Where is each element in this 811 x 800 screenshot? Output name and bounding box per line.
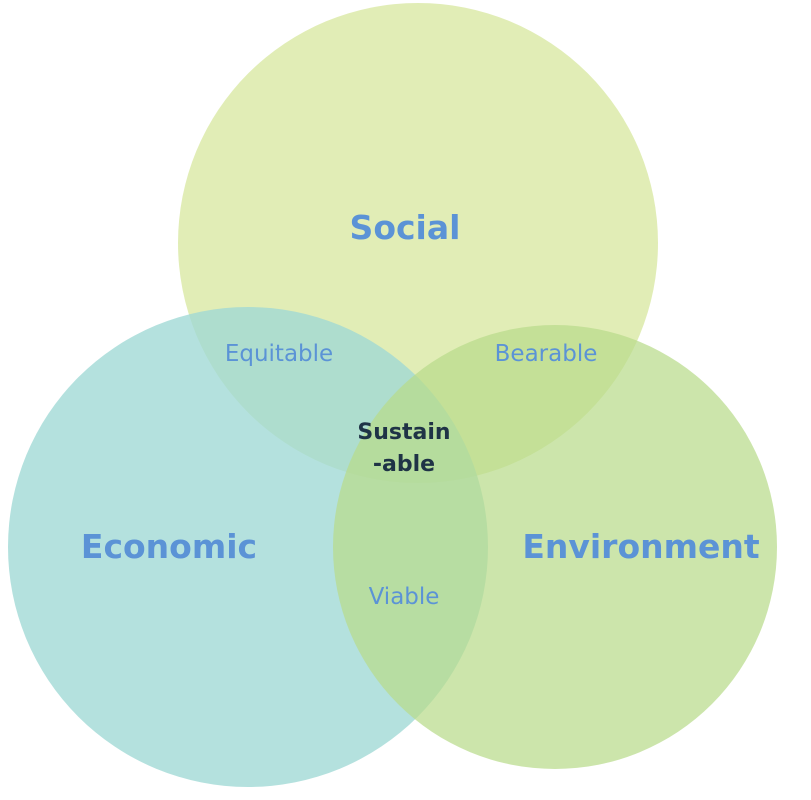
sustainable-line-2: -able bbox=[372, 452, 436, 477]
bearable-label: Bearable bbox=[494, 341, 598, 368]
social-label: Social bbox=[349, 208, 461, 248]
economic-label: Economic bbox=[80, 527, 258, 567]
sustainable-label: Sustain -able bbox=[357, 417, 450, 481]
viable-label: Viable bbox=[368, 584, 440, 611]
equitable-label: Equitable bbox=[224, 341, 334, 368]
sustainable-line-1: Sustain bbox=[357, 420, 451, 446]
environment-label: Environment bbox=[522, 527, 760, 567]
environment-circle bbox=[333, 325, 777, 769]
economic-circle bbox=[8, 307, 488, 787]
